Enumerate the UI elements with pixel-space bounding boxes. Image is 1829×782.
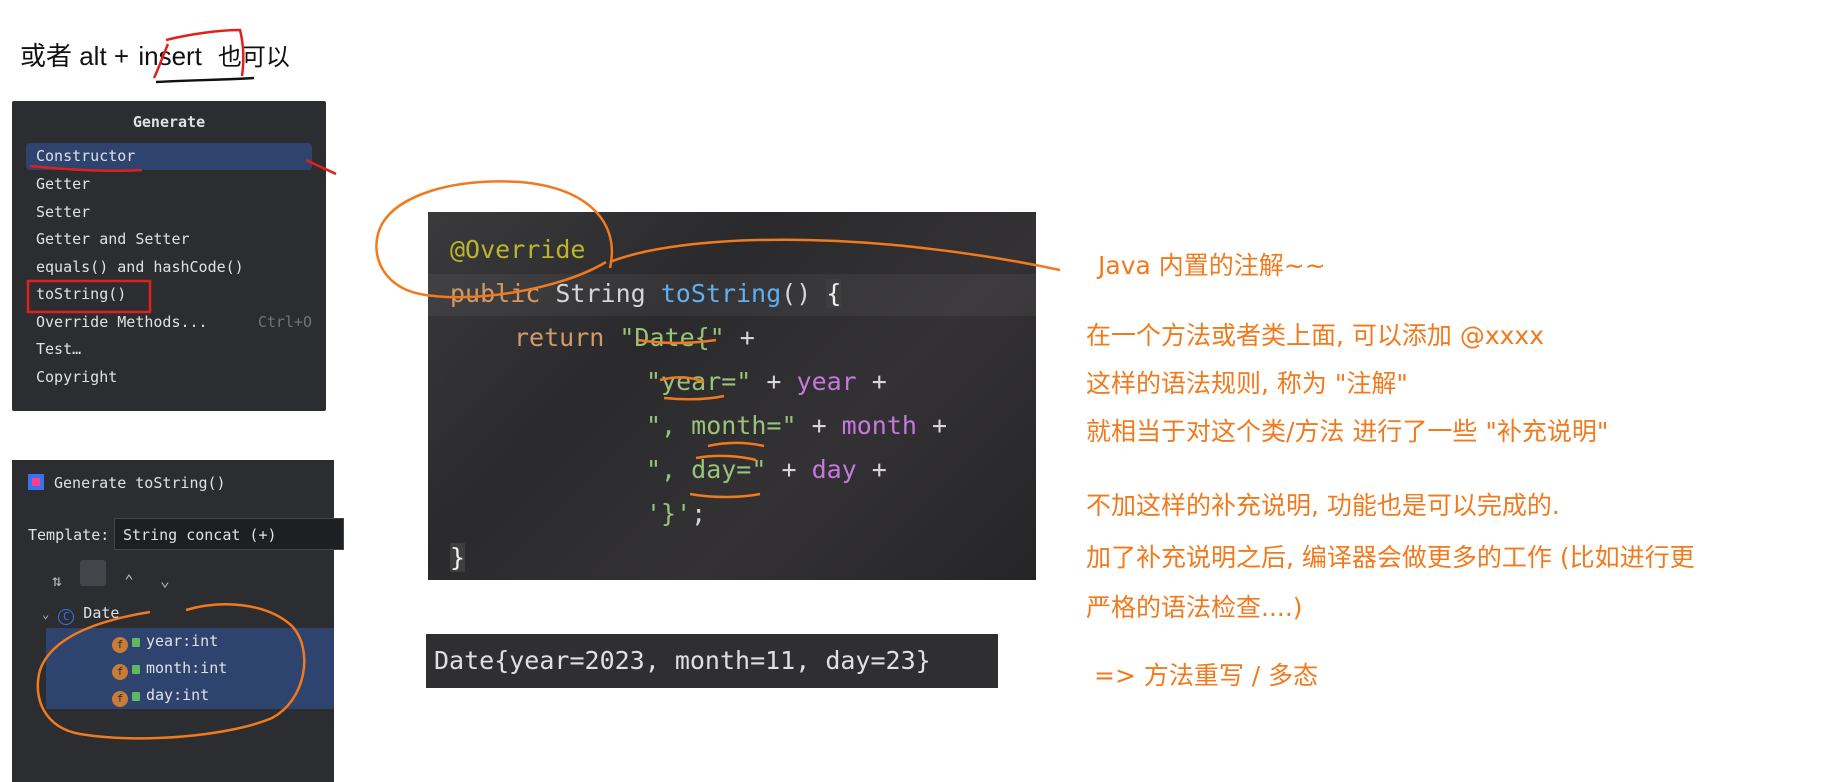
- note-line-7: 严格的语法检查....): [1086, 593, 1303, 622]
- generate-tostring-dialog: Generate toString() Template: String con…: [12, 460, 344, 782]
- lock-icon: [132, 665, 140, 674]
- note-line-3: 这样的语法规则, 称为 "注解": [1086, 369, 1408, 398]
- code-line-2: public String toString() {: [450, 279, 842, 308]
- field-icon: f: [112, 691, 128, 707]
- dialog-title: Generate toString(): [54, 474, 226, 492]
- expand-all-icon[interactable]: ⌃: [124, 571, 134, 590]
- lock-icon: [132, 638, 140, 647]
- menu-item-setter[interactable]: Setter: [36, 203, 91, 221]
- chevron-down-icon[interactable]: ⌄: [42, 607, 50, 621]
- console-output: Date{year=2023, month=11, day=23}: [426, 634, 998, 688]
- note-line-5: 不加这样的补充说明, 功能也是可以完成的.: [1086, 491, 1560, 520]
- lock-icon: [132, 692, 140, 701]
- group-toggle-icon[interactable]: [80, 560, 106, 586]
- dialog-toolbar: ⇅ ⌃ ⌄: [44, 560, 188, 590]
- note-line-2: 在一个方法或者类上面, 可以添加 @xxxx: [1086, 321, 1545, 350]
- hint-prefix: 或者 alt +: [20, 41, 137, 71]
- code-line-4: "year=" + year +: [646, 367, 887, 396]
- generate-popup: Generate Constructor Getter Setter Gette…: [12, 101, 326, 411]
- menu-item-tostring[interactable]: toString(): [36, 285, 127, 303]
- menu-item-test[interactable]: Test…: [36, 340, 82, 358]
- code-line-6: ", day=" + day +: [646, 455, 887, 484]
- hint-suffix: 也可以: [217, 44, 290, 71]
- template-select[interactable]: String concat (+): [114, 518, 344, 550]
- code-line-3: return "Date{" +: [514, 323, 755, 352]
- keyboard-hint: 或者 alt + insert 也可以: [20, 36, 290, 73]
- note-override-polymorphism: => 方法重写 / 多态: [1094, 661, 1319, 690]
- popup-title: Generate: [132, 113, 206, 131]
- black-underline-insert: [155, 76, 255, 84]
- menu-item-constructor[interactable]: Constructor: [26, 143, 312, 170]
- menu-item-getter-and-setter[interactable]: Getter and Setter: [36, 230, 190, 248]
- code-line-5: ", month=" + month +: [646, 411, 948, 440]
- menu-item-override-methods[interactable]: Override Methods...Ctrl+O: [26, 309, 312, 336]
- collapse-all-icon[interactable]: ⌄: [160, 571, 170, 590]
- dialog-header: Generate toString(): [28, 474, 226, 492]
- hint-key-insert: insert: [138, 41, 202, 71]
- tree-node-class[interactable]: ⌄ C Date: [42, 600, 334, 627]
- menu-item-getter[interactable]: Getter: [36, 175, 91, 193]
- shortcut-ctrl-o: Ctrl+O: [257, 313, 312, 331]
- sort-alpha-icon[interactable]: ⇅: [52, 571, 62, 590]
- menu-item-copyright[interactable]: Copyright: [36, 368, 118, 386]
- class-icon: C: [58, 609, 75, 625]
- menu-item-equals-hashcode[interactable]: equals() and hashCode(): [36, 258, 244, 276]
- class-node-label: Date: [83, 604, 120, 622]
- field-icon: f: [112, 664, 128, 680]
- note-line-4: 就相当于对这个类/方法 进行了一些 "补充说明": [1086, 417, 1609, 446]
- field-icon: f: [112, 637, 128, 653]
- code-line-8: }: [450, 543, 466, 572]
- note-builtin-annotation: Java 内置的注解~~: [1098, 251, 1326, 280]
- template-label: Template:: [28, 526, 110, 544]
- code-line-1: @Override: [450, 235, 586, 264]
- code-snippet: @Override public String toString() { ret…: [428, 212, 1036, 580]
- intellij-logo-icon: [28, 474, 44, 490]
- note-line-6: 加了补充说明之后, 编译器会做更多的工作 (比如进行更: [1086, 543, 1695, 572]
- code-line-7: '}';: [646, 499, 707, 528]
